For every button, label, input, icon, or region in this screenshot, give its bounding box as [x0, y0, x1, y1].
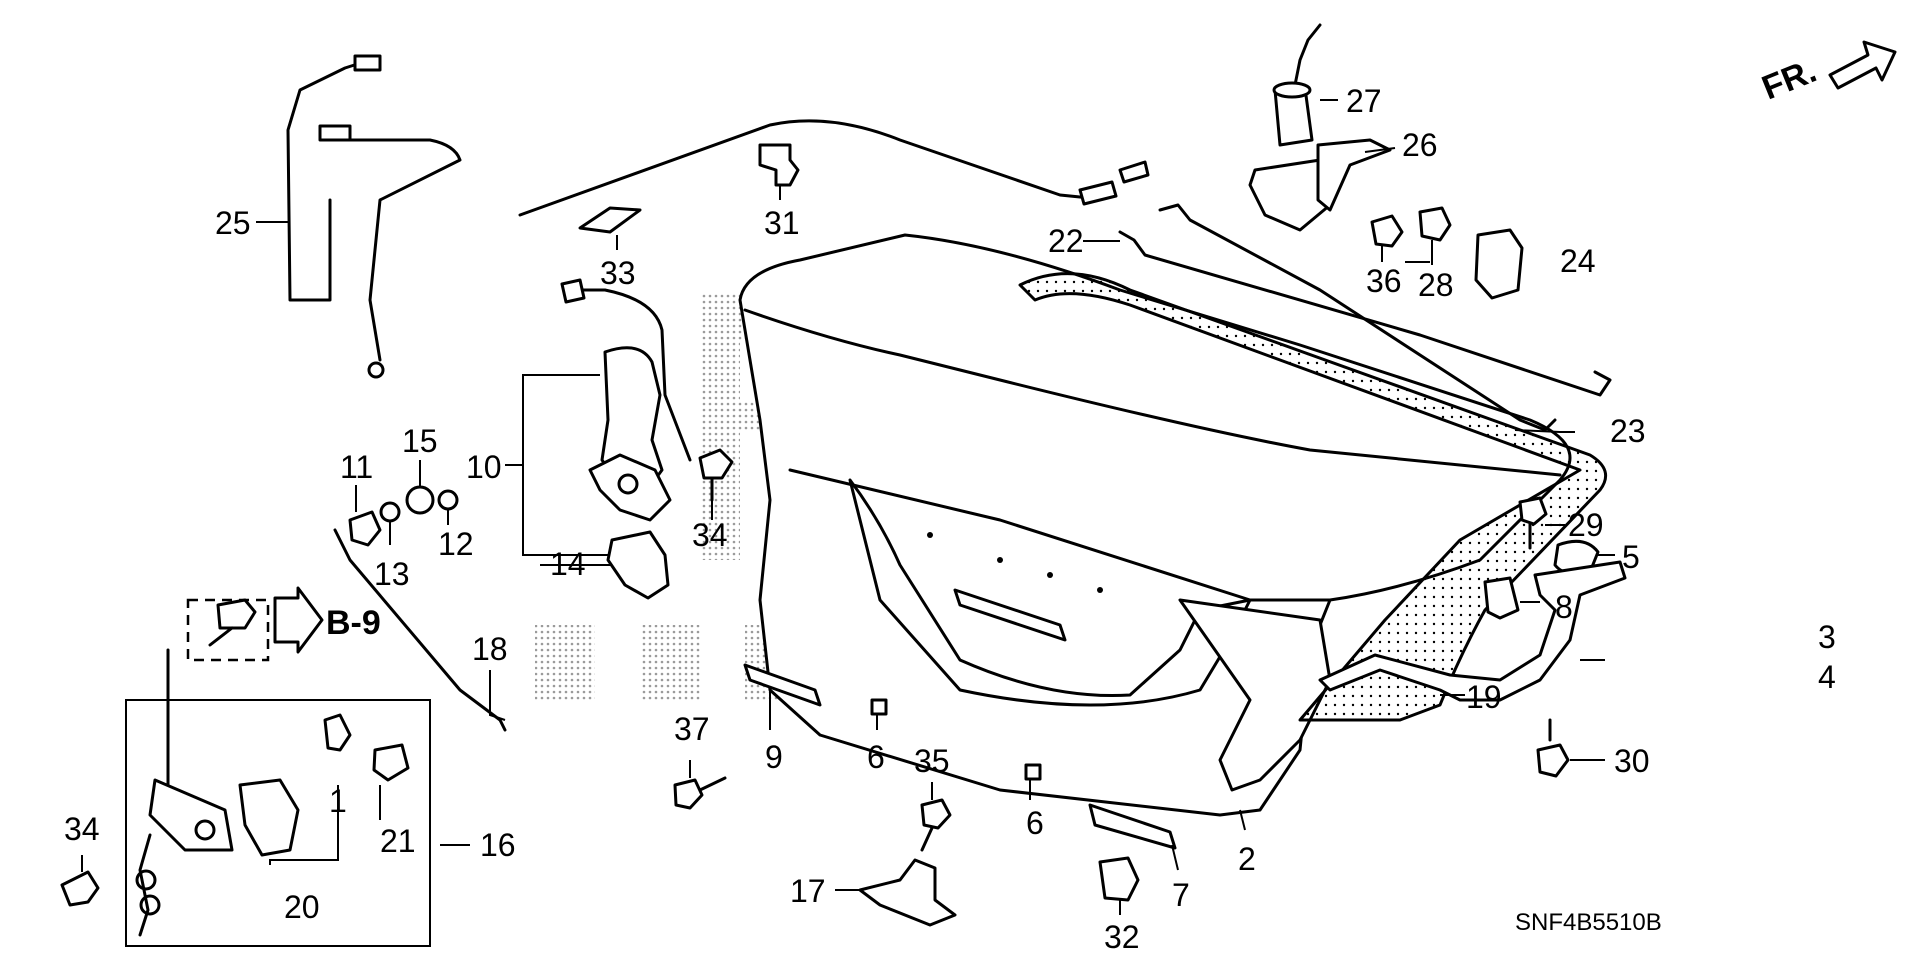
callout-34a: 34 — [692, 517, 728, 553]
callout-9: 9 — [765, 739, 783, 775]
callout-33: 33 — [600, 255, 636, 291]
bolt-34-upper — [698, 448, 734, 502]
callout-30: 30 — [1614, 743, 1650, 779]
callout-19: 19 — [1466, 679, 1502, 715]
front-direction-indicator: FR. — [1757, 40, 1897, 108]
striker-17 — [858, 858, 957, 927]
callout-4: 4 — [1818, 659, 1836, 695]
callout-15: 15 — [402, 423, 438, 459]
callout-27: 27 — [1346, 83, 1382, 119]
callout-6a: 6 — [867, 739, 885, 775]
leader-lines — [81, 99, 1615, 915]
callout-8: 8 — [1555, 589, 1573, 625]
bolt-35 — [920, 798, 952, 852]
cover-7 — [1088, 803, 1177, 850]
trunk-opener-cable — [286, 54, 1150, 379]
trunk-pad — [578, 206, 642, 234]
callout-7: 7 — [1172, 877, 1190, 913]
bolt-30 — [1536, 718, 1570, 778]
callout-31: 31 — [764, 205, 800, 241]
callout-10: 10 — [466, 449, 502, 485]
callout-20: 20 — [284, 889, 320, 925]
callout-35: 35 — [914, 743, 950, 779]
callout-16: 16 — [480, 827, 516, 863]
washer-13 — [379, 501, 401, 523]
latch-24 — [1474, 228, 1524, 300]
callout-34b: 34 — [64, 811, 100, 847]
callout-36: 36 — [1366, 263, 1402, 299]
washer-15 — [405, 485, 435, 515]
cable-clip — [758, 143, 800, 187]
front-label: FR. — [1757, 52, 1822, 108]
callout-11: 11 — [340, 449, 373, 485]
bumper-8 — [1483, 576, 1520, 620]
bolt-36 — [1370, 214, 1404, 248]
trunk-lid — [738, 233, 1572, 817]
latch-26 — [1248, 138, 1392, 232]
callout-1: 1 — [329, 783, 347, 819]
reference-label: B-9 — [326, 604, 381, 642]
bolt-34-lower — [60, 870, 100, 907]
bumper-32 — [1098, 856, 1140, 902]
torsion-bar-22 — [1118, 230, 1612, 397]
callout-32: 32 — [1104, 919, 1140, 955]
reference-box: B-9 — [186, 586, 381, 662]
key-cylinder-top — [1272, 23, 1322, 147]
latch-protector — [606, 530, 670, 600]
clip-6b — [1024, 763, 1042, 781]
callout-21: 21 — [380, 823, 416, 859]
callout-22: 22 — [1048, 223, 1084, 259]
callout-12: 12 — [438, 526, 474, 562]
cover-9 — [743, 663, 822, 707]
callout-13: 13 — [374, 556, 410, 592]
callout-14: 14 — [550, 546, 586, 582]
callout-17: 17 — [790, 873, 826, 909]
support-rod — [333, 528, 507, 732]
bolt-37 — [673, 776, 727, 810]
callout-23: 23 — [1610, 413, 1646, 449]
trunk-hinge — [1318, 560, 1627, 702]
clip-6a — [870, 698, 888, 716]
callout-24: 24 — [1560, 243, 1596, 279]
clip-11 — [348, 510, 382, 547]
weatherstrip — [1018, 272, 1608, 722]
callout-37: 37 — [674, 711, 710, 747]
washer-12 — [437, 489, 459, 511]
callout-28: 28 — [1418, 267, 1454, 303]
callout-18: 18 — [472, 631, 508, 667]
bolt-29 — [1518, 496, 1548, 550]
part-code: SNF4B5510B — [1515, 909, 1662, 936]
callout-29: 29 — [1568, 507, 1604, 543]
callout-2: 2 — [1238, 841, 1256, 877]
callout-6b: 6 — [1026, 805, 1044, 841]
callout-3: 3 — [1818, 619, 1836, 655]
callout-labels: 1 2 3 4 5 6 6 7 8 9 10 11 12 13 14 15 16… — [64, 83, 1836, 955]
lock-cylinder-set — [125, 648, 431, 947]
bolt-28 — [1418, 206, 1452, 242]
callout-5: 5 — [1622, 539, 1640, 575]
torsion-bar-23 — [1158, 203, 1557, 432]
callout-25: 25 — [215, 205, 251, 241]
callout-26: 26 — [1402, 127, 1438, 163]
trunk-latch-actuator — [560, 278, 692, 522]
